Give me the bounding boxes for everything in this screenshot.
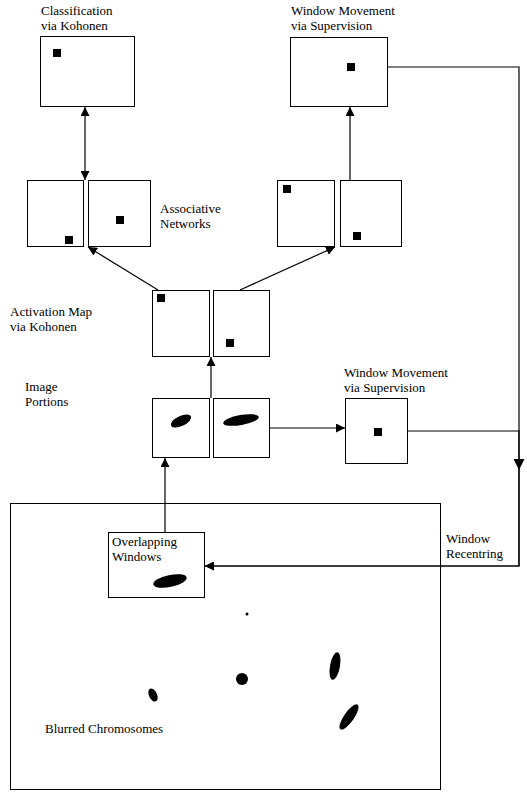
flow-connector bbox=[240, 247, 335, 290]
flow-connector bbox=[205, 67, 519, 566]
flow-connector bbox=[84, 107, 85, 180]
edge-label: Window Recentring bbox=[446, 532, 516, 562]
flow-connector bbox=[205, 431, 519, 566]
map-square bbox=[278, 181, 335, 247]
winner-dot bbox=[347, 63, 355, 71]
chromosome-blob bbox=[146, 687, 159, 703]
map-square bbox=[28, 181, 84, 247]
map-square bbox=[153, 291, 210, 357]
winner-dot bbox=[116, 216, 124, 224]
flow-connector bbox=[270, 427, 345, 428]
map-square bbox=[89, 181, 151, 247]
classification-map: Classification via Kohonen bbox=[40, 36, 135, 107]
associative-network-pair bbox=[27, 180, 151, 247]
node-text: Classification via Kohonen bbox=[41, 4, 126, 34]
chromosome-blob bbox=[236, 673, 248, 685]
node-text: Window Movement via Supervision bbox=[344, 366, 456, 396]
image-field: Blurred Chromosomes Overlapping Windows bbox=[10, 503, 441, 790]
image-portion-pair: Image Portions bbox=[152, 398, 270, 458]
chromosome-blob bbox=[169, 412, 193, 430]
flow-connector bbox=[210, 357, 211, 398]
winner-dot bbox=[226, 339, 234, 347]
chromosome-blob bbox=[222, 412, 259, 428]
node-text: Overlapping Windows bbox=[112, 535, 202, 565]
image-square bbox=[214, 399, 270, 458]
group-label: Associative Networks bbox=[160, 202, 235, 232]
image-square bbox=[153, 399, 210, 458]
winner-dot bbox=[65, 236, 73, 244]
node-text: Activation Map via Kohonen bbox=[10, 305, 108, 335]
winner-dot bbox=[374, 428, 382, 436]
chromosome-blob bbox=[152, 572, 188, 591]
map-square bbox=[214, 291, 270, 357]
speck bbox=[246, 613, 249, 616]
map-square bbox=[341, 181, 402, 247]
node-text: Window Movement via Supervision bbox=[291, 4, 403, 34]
associative-network-pair bbox=[277, 180, 402, 247]
activation-map-pair: Activation Map via Kohonen bbox=[152, 290, 270, 357]
node-text: Blurred Chromosomes bbox=[45, 722, 205, 737]
winner-dot bbox=[283, 185, 291, 193]
winner-dot bbox=[157, 294, 165, 302]
chromosome-blob bbox=[336, 702, 361, 732]
flow-connector bbox=[164, 458, 165, 532]
winner-dot bbox=[53, 49, 61, 57]
flow-connector bbox=[88, 247, 158, 290]
flow-connector bbox=[349, 107, 350, 180]
node-text: Image Portions bbox=[25, 380, 87, 410]
chromosome-blob bbox=[328, 651, 343, 680]
overlapping-window: Overlapping Windows bbox=[108, 532, 205, 598]
window-movement-map: Window Movement via Supervision bbox=[290, 37, 388, 107]
winner-dot bbox=[353, 232, 361, 240]
window-movement-map: Window Movement via Supervision bbox=[345, 398, 408, 464]
